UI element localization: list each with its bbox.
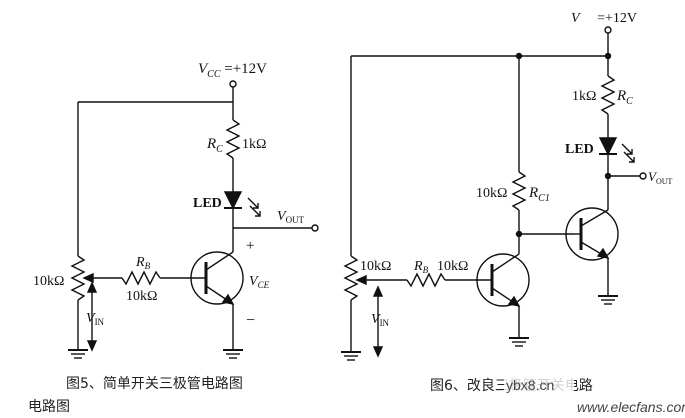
fig5-minus-label: − (246, 312, 255, 329)
fig5-vcc-node (229, 80, 237, 88)
fig6-wiper-arrow (355, 274, 367, 286)
fig6-vout-label: VOUT (648, 169, 673, 186)
fig5-rc-value: 1kΩ (242, 137, 266, 152)
fig6-vin-arrow (372, 285, 384, 358)
watermark-ybx8: ybx8.cn (506, 377, 554, 393)
fig5-led-label: LED (193, 196, 222, 211)
fig5-vcc-label: VCC =+12V (198, 61, 267, 80)
fig6-rb-resistor (406, 272, 446, 288)
fig5-caption-line2: 电路图 (28, 399, 70, 415)
fig6-pot-value: 10kΩ (360, 259, 391, 274)
fig5-rb-label: RB (135, 255, 151, 271)
fig5-rc-resistor (225, 119, 241, 159)
fig5-potentiometer (70, 255, 86, 301)
fig6-rc1-label: RC1 (528, 185, 550, 204)
fig6-ground-left (341, 351, 361, 361)
fig6-led-label: LED (565, 142, 594, 157)
fig5-ground-left (68, 349, 88, 359)
watermarks: ybx8.cn www.elecfans.com (504, 376, 685, 416)
fig6-led (598, 137, 635, 163)
fig6-rc1-resistor (511, 171, 527, 211)
figure-5-circuit (68, 80, 319, 359)
fig5-plus-label: + (246, 238, 254, 254)
watermark-elecfans: www.elecfans.com (577, 399, 685, 415)
fig5-vin-arrow (86, 281, 98, 352)
fig5-rc-label: RC (206, 136, 223, 155)
fig6-vcc-node (604, 26, 612, 34)
fig5-vce-label: VCE (249, 274, 270, 290)
figure-5-labels: VCC =+12V RC 1kΩ LED VOUT + VCE − RB 10k… (28, 61, 305, 415)
fig6-potentiometer (343, 255, 359, 301)
fig5-ground-right (223, 349, 243, 359)
fig5-wiper-arrow (82, 272, 94, 284)
fig6-rb-label: RB (413, 259, 429, 275)
figure-6-circuit (341, 26, 647, 361)
fig5-vout-label: VOUT (277, 209, 305, 225)
fig6-vout-node (639, 172, 647, 180)
fig5-pot-value: 10kΩ (33, 274, 64, 289)
fig6-rc-resistor (600, 75, 616, 115)
fig5-caption: 图5、简单开关三极管电路图 (66, 375, 243, 392)
fig5-rb-value: 10kΩ (126, 289, 157, 304)
fig5-rb-resistor (121, 270, 161, 286)
fig5-vout-node (311, 224, 319, 232)
fig6-rc-value: 1kΩ (572, 89, 596, 104)
fig6-rc1-value: 10kΩ (476, 186, 507, 201)
fig6-ground-middle (509, 337, 529, 347)
fig6-vin-label: VIN (371, 312, 390, 328)
fig6-rb-value: 10kΩ (437, 259, 468, 274)
fig6-rc-label: RC (616, 88, 633, 107)
fig6-ground-right (598, 295, 618, 305)
fig5-led (223, 191, 261, 217)
fig5-vin-label: VIN (86, 311, 105, 327)
figure-6-labels: V =+12V 1kΩ RC LED VOUT 10kΩ RC1 10kΩ RB… (360, 11, 673, 394)
fig6-vcc-label: V =+12V (571, 11, 637, 26)
